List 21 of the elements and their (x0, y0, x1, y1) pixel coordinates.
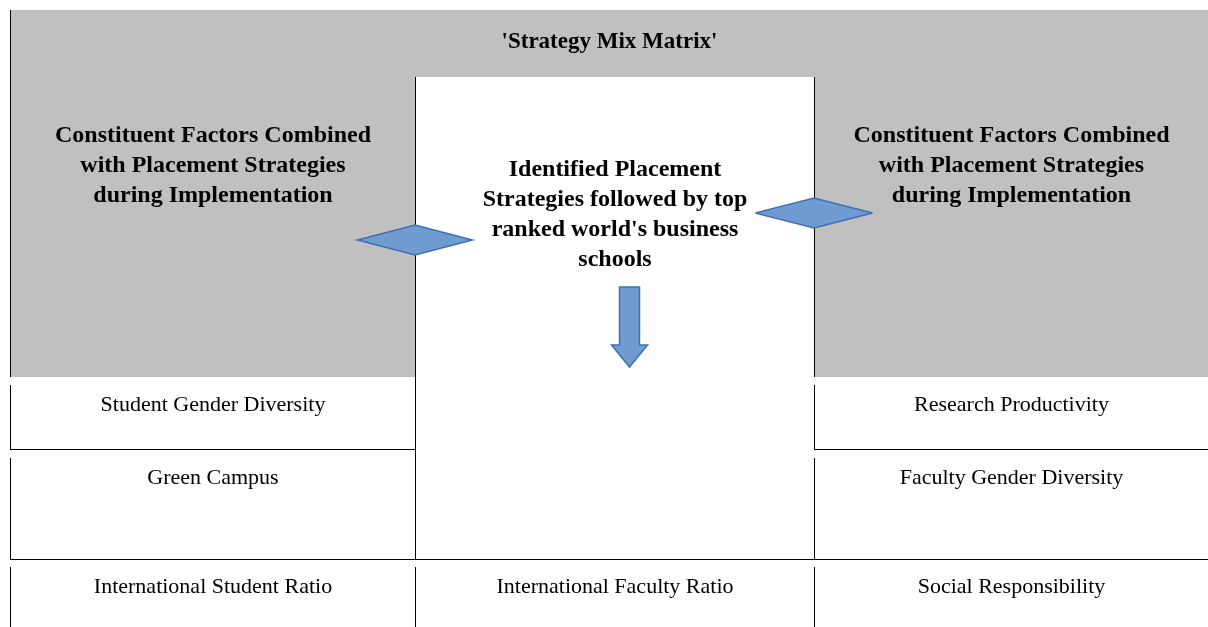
cell-text: International Student Ratio (93, 572, 333, 600)
cell-text: Green Campus (147, 463, 279, 491)
cell-text: International Faculty Ratio (496, 572, 734, 600)
cell-text: Social Responsibility (917, 572, 1106, 600)
double-arrow (754, 197, 874, 229)
block-arrow (609, 286, 650, 369)
column-heading: Identified Placement Strategies followed by top ranked world's business schools (481, 154, 749, 273)
column-heading: Constituent Factors Combined with Placement Strategies during Implementation (852, 120, 1171, 209)
cell-text: Faculty Gender Diversity (899, 463, 1124, 491)
cell-text: Student Gender Diversity (100, 390, 326, 418)
header-cell (814, 77, 1208, 377)
table-cell (10, 458, 415, 560)
table-cell (415, 77, 814, 560)
cell-text: Research Productivity (914, 390, 1109, 418)
table-cell (814, 458, 1208, 560)
table-cell (814, 385, 1208, 450)
column-heading: Constituent Factors Combined with Placement Strategies during Implementation (54, 120, 372, 209)
header-cell (10, 77, 415, 377)
table-cell (10, 385, 415, 450)
double-arrow (354, 224, 476, 256)
title-band: 'Strategy Mix Matrix' (10, 10, 1208, 77)
